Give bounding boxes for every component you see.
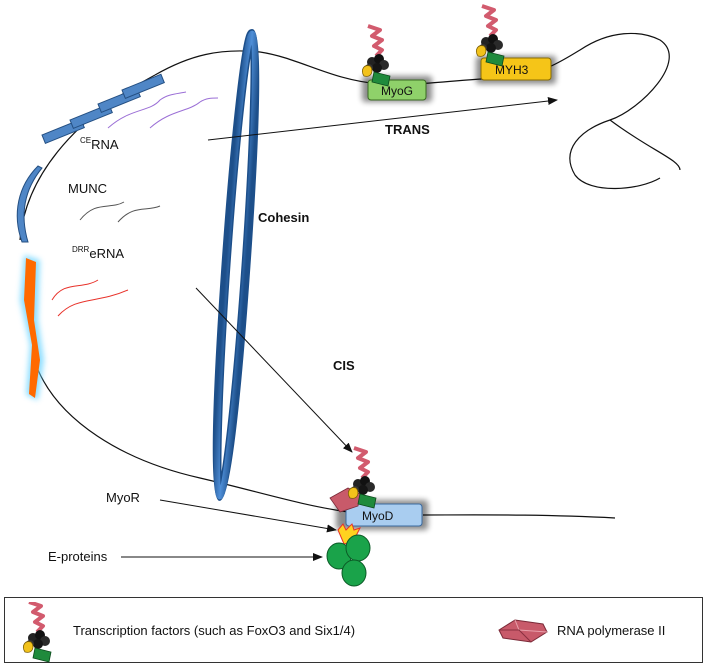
trans-arrow — [207, 97, 558, 141]
cis-arrow — [195, 287, 353, 453]
legend-transcription-factors-icon — [21, 602, 53, 664]
munc-enhancer-arc — [16, 165, 43, 243]
eproteins-label: E-proteins — [48, 549, 108, 564]
drr-enhancer — [20, 255, 44, 400]
drr-rna-transcripts — [51, 279, 129, 317]
munc-rna-transcripts — [79, 201, 161, 223]
myog-label: MyoG — [381, 84, 413, 98]
cohesin-ring — [212, 29, 260, 501]
chromatin-fiber — [154, 32, 681, 190]
chromatin-fiber-upper-link — [19, 74, 156, 241]
cerna-label: CERNA — [80, 136, 119, 152]
myh3-label: MYH3 — [495, 63, 529, 77]
ce-rna-transcripts — [107, 91, 219, 129]
cis-label: CIS — [333, 358, 355, 373]
munc-label: MUNC — [68, 181, 107, 196]
ce-enhancer-segments — [41, 73, 165, 144]
drrerna-label: DRReRNA — [72, 245, 124, 261]
chromatin-loop-diagram: MyoG MYH3 MyoD CERNA MUNC DRReRNA Cohesi… — [16, 4, 681, 587]
myor-arrow — [159, 499, 337, 533]
legend-pol-text: RNA polymerase II — [557, 623, 666, 638]
legend-box: Transcription factors (such as FoxO3 and… — [4, 597, 703, 664]
e-proteins-cluster — [326, 534, 371, 587]
myor-label: MyoR — [106, 490, 140, 505]
legend-tf-text: Transcription factors (such as FoxO3 and… — [73, 623, 356, 638]
trans-label: TRANS — [385, 122, 430, 137]
legend-polymerase-icon — [498, 619, 548, 643]
cohesin-label: Cohesin — [258, 210, 309, 225]
chromatin-fiber-lower — [37, 369, 616, 519]
myod-label: MyoD — [362, 509, 394, 523]
myod-gene: MyoD — [336, 500, 428, 530]
